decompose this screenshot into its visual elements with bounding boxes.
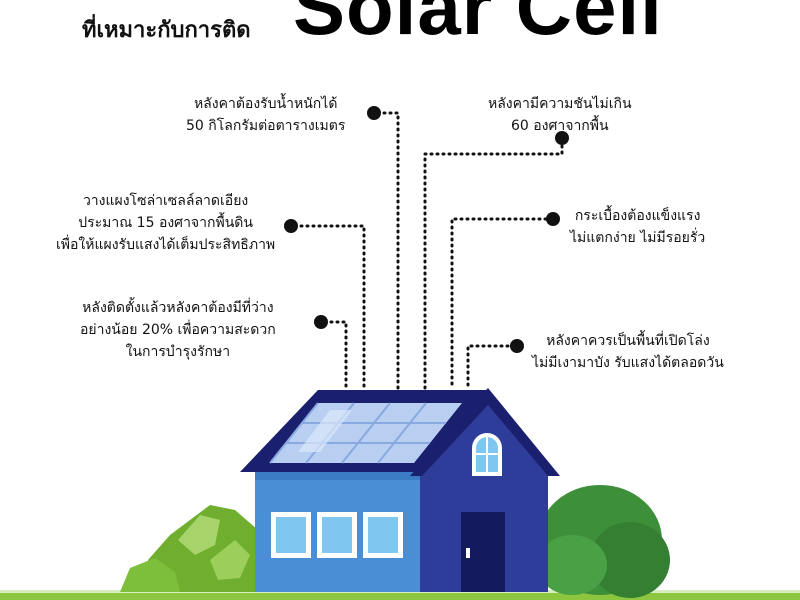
panel-glare <box>298 410 352 452</box>
note-roof-slope: หลังคามีความชันไม่เกิน 60 องศาจากพื้น <box>488 93 632 137</box>
dot-roof-weight <box>367 106 381 120</box>
note-line: ในการบำรุงรักษา <box>125 344 231 360</box>
leader-tile-strength <box>450 217 554 390</box>
window-glass <box>368 517 398 553</box>
tree-crown <box>590 522 670 598</box>
leader-lines <box>293 111 564 390</box>
note-line: เพื่อให้แผงรับแสงได้เต็มประสิทธิภาพ <box>56 237 276 253</box>
panel-grid-line <box>269 402 319 464</box>
note-free-space: หลังติดตั้งแล้วหลังคาต้องมีที่ว่าง อย่าง… <box>80 297 276 363</box>
note-line: หลังคามีความชันไม่เกิน <box>488 96 632 112</box>
note-line: ประมาณ 15 องศาจากพื้นดิน <box>78 215 253 231</box>
left-bush <box>120 505 262 592</box>
note-line: หลังคาต้องรับน้ำหนักได้ <box>193 96 338 112</box>
note-tile-strength: กระเบื้องต้องแข็งแรง ไม่แตกง่าย ไม่มีรอย… <box>570 205 705 249</box>
note-roof-weight: หลังคาต้องรับน้ำหนักได้ 50 กิโลกรัมต่อตา… <box>186 93 345 137</box>
bush-highlight <box>210 540 250 580</box>
dot-open-area <box>510 339 524 353</box>
window-glass <box>276 517 306 553</box>
door-knob <box>466 548 470 558</box>
panel-grid-line <box>341 402 391 464</box>
note-open-area: หลังคาควรเป็นพื้นที่เปิดโล่ง ไม่มีเงามาบ… <box>532 330 724 374</box>
house-gable-wall <box>420 403 548 592</box>
note-line: หลังคาควรเป็นพื้นที่เปิดโล่ง <box>546 333 710 349</box>
tree-crown <box>537 535 607 595</box>
note-panel-tilt: วางแผงโซล่าเซลล์ลาดเอียง ประมาณ 15 องศาจ… <box>56 190 275 256</box>
note-line: กระเบื้องต้องแข็งแรง <box>574 208 701 224</box>
ground <box>0 592 800 600</box>
house <box>240 388 560 592</box>
roof-gable-edge <box>410 388 560 476</box>
note-line: ไม่มีเงามาบัง รับแสงได้ตลอดวัน <box>532 355 724 371</box>
dot-panel-tilt <box>284 219 298 233</box>
window-glass <box>322 517 352 553</box>
leader-open-area <box>466 344 516 390</box>
panel-grid-line <box>377 402 427 464</box>
leader-roof-weight <box>376 111 400 390</box>
leader-panel-tilt <box>293 224 366 390</box>
page-title: Solar Cell <box>293 0 663 51</box>
dot-tile-strength <box>546 212 560 226</box>
leader-dots <box>284 106 569 353</box>
right-tree <box>537 485 670 598</box>
leader-roof-slope <box>423 138 564 390</box>
note-line: หลังติดตั้งแล้วหลังคาต้องมีที่ว่าง <box>82 300 274 316</box>
note-line: อย่างน้อย 20% เพื่อความสะดวก <box>80 322 276 338</box>
note-line: 60 องศาจากพื้น <box>510 118 609 134</box>
house-windows <box>271 512 403 558</box>
note-line: วางแผงโซล่าเซลล์ลาดเอียง <box>82 193 249 209</box>
title-prefix: ที่เหมาะกับการติด <box>82 18 251 43</box>
leader-free-space <box>323 320 348 390</box>
bush-front <box>120 558 180 592</box>
note-line: 50 กิโลกรัมต่อตารางเมตร <box>186 118 346 134</box>
dot-free-space <box>314 315 328 329</box>
dot-roof-slope <box>555 131 569 145</box>
note-line: ไม่แตกง่าย ไม่มีรอยรั่ว <box>570 230 706 246</box>
bush-highlight <box>178 515 220 555</box>
